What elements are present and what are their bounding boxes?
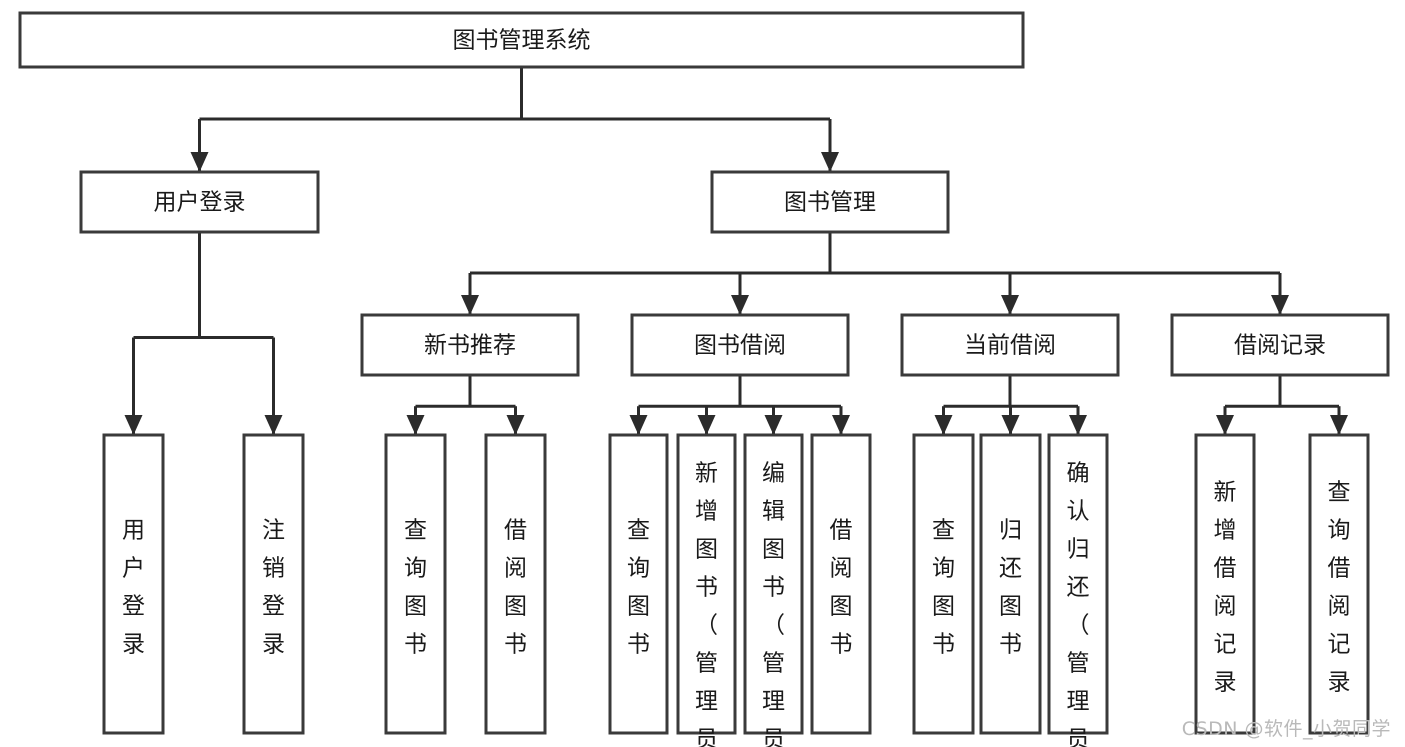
node-leaf-edit-book[interactable]: 编辑图书（管理员） bbox=[743, 433, 804, 747]
node-new-book-rec[interactable]: 新书推荐 bbox=[360, 313, 580, 377]
node-label-leaf-borrow-book-bb: 借阅图书 bbox=[830, 518, 853, 658]
node-box-leaf-query-book-bb bbox=[608, 433, 669, 735]
node-label-book-manage: 图书管理 bbox=[784, 190, 876, 216]
node-box-leaf-return-book bbox=[979, 433, 1042, 735]
node-book-manage[interactable]: 图书管理 bbox=[710, 170, 950, 234]
node-box-leaf-user-login bbox=[102, 433, 165, 735]
arrow-head-current-borrow bbox=[1001, 295, 1019, 315]
arrow-head-leaf-add-book bbox=[697, 415, 716, 435]
arrow-head-leaf-user-login bbox=[124, 415, 143, 435]
node-box-leaf-add-record bbox=[1194, 433, 1256, 735]
node-leaf-query-book-rec[interactable]: 查询图书 bbox=[384, 433, 447, 735]
node-borrow-record[interactable]: 借阅记录 bbox=[1170, 313, 1390, 377]
node-box-leaf-confirm-return bbox=[1047, 433, 1109, 735]
arrow-head-leaf-query-book-rec bbox=[406, 415, 425, 435]
node-box-leaf-edit-book bbox=[743, 433, 804, 735]
node-label-leaf-confirm-return: 确认归还（管理员） bbox=[1067, 461, 1090, 747]
node-box-leaf-borrow-book-bb bbox=[810, 433, 872, 735]
node-box-book-borrow bbox=[630, 313, 850, 377]
node-label-leaf-query-record: 查询借阅记录 bbox=[1328, 480, 1351, 696]
arrow-head-leaf-query-book-cb bbox=[934, 415, 953, 435]
node-box-user-login bbox=[79, 170, 320, 234]
node-box-borrow-record bbox=[1170, 313, 1390, 377]
node-leaf-logout[interactable]: 注销登录 bbox=[242, 433, 305, 735]
node-book-borrow[interactable]: 图书借阅 bbox=[630, 313, 850, 377]
node-label-leaf-borrow-book-rec: 借阅图书 bbox=[504, 518, 527, 658]
arrow-head-leaf-query-book-bb bbox=[629, 415, 648, 435]
connector-group-book-manage bbox=[461, 232, 1289, 315]
node-label-current-borrow: 当前借阅 bbox=[964, 333, 1056, 359]
arrow-head-leaf-borrow-book-rec bbox=[506, 415, 525, 435]
arrow-head-new-book-rec bbox=[461, 295, 479, 315]
node-leaf-borrow-book-rec[interactable]: 借阅图书 bbox=[484, 433, 547, 735]
arrow-head-leaf-borrow-book-bb bbox=[832, 415, 850, 435]
node-label-leaf-query-book-rec: 查询图书 bbox=[404, 518, 427, 658]
arrow-head-user-login bbox=[190, 152, 209, 172]
node-leaf-confirm-return[interactable]: 确认归还（管理员） bbox=[1047, 433, 1109, 747]
node-label-book-borrow: 图书借阅 bbox=[694, 333, 786, 359]
node-label-leaf-add-book: 新增图书（管理员） bbox=[695, 461, 718, 747]
arrow-head-leaf-add-record bbox=[1216, 415, 1234, 435]
node-box-leaf-query-book-cb bbox=[912, 433, 975, 735]
arrow-head-leaf-return-book bbox=[1001, 415, 1020, 435]
arrow-head-leaf-edit-book bbox=[764, 415, 783, 435]
node-leaf-user-login[interactable]: 用户登录 bbox=[102, 433, 165, 735]
arrow-head-leaf-logout bbox=[264, 415, 283, 435]
node-leaf-return-book[interactable]: 归还图书 bbox=[979, 433, 1042, 735]
arrow-head-book-manage bbox=[821, 152, 839, 172]
node-current-borrow[interactable]: 当前借阅 bbox=[900, 313, 1120, 377]
node-label-new-book-rec: 新书推荐 bbox=[424, 333, 516, 359]
node-leaf-query-book-bb[interactable]: 查询图书 bbox=[608, 433, 669, 735]
arrow-head-leaf-query-record bbox=[1330, 415, 1348, 435]
node-box-leaf-logout bbox=[242, 433, 305, 735]
node-leaf-add-book[interactable]: 新增图书（管理员） bbox=[676, 433, 737, 747]
node-label-leaf-return-book: 归还图书 bbox=[999, 518, 1022, 658]
node-label-borrow-record: 借阅记录 bbox=[1234, 333, 1326, 359]
node-box-leaf-borrow-book-rec bbox=[484, 433, 547, 735]
connector-group-new-book-rec bbox=[406, 375, 525, 435]
nodes-layer: 图书管理系统用户登录图书管理新书推荐图书借阅当前借阅借阅记录用户登录注销登录查询… bbox=[18, 11, 1390, 747]
connector-group-book-borrow bbox=[629, 375, 850, 435]
node-leaf-query-record[interactable]: 查询借阅记录 bbox=[1308, 433, 1370, 735]
node-leaf-borrow-book-bb[interactable]: 借阅图书 bbox=[810, 433, 872, 735]
arrow-head-borrow-record bbox=[1271, 295, 1289, 315]
node-box-leaf-add-book bbox=[676, 433, 737, 735]
node-label-leaf-query-book-bb: 查询图书 bbox=[627, 518, 650, 658]
arrow-head-book-borrow bbox=[731, 295, 749, 315]
node-box-root bbox=[18, 11, 1025, 69]
node-label-user-login: 用户登录 bbox=[154, 190, 246, 216]
connectors-layer bbox=[124, 67, 1348, 435]
node-label-leaf-edit-book: 编辑图书（管理员） bbox=[762, 461, 785, 747]
node-box-leaf-query-book-rec bbox=[384, 433, 447, 735]
node-leaf-query-book-cb[interactable]: 查询图书 bbox=[912, 433, 975, 735]
arrow-head-leaf-confirm-return bbox=[1069, 415, 1087, 435]
connector-group-borrow-record bbox=[1216, 375, 1348, 435]
node-leaf-add-record[interactable]: 新增借阅记录 bbox=[1194, 433, 1256, 735]
node-label-leaf-logout: 注销登录 bbox=[262, 518, 285, 658]
node-label-root: 图书管理系统 bbox=[453, 28, 591, 54]
node-root[interactable]: 图书管理系统 bbox=[18, 11, 1025, 69]
node-box-new-book-rec bbox=[360, 313, 580, 377]
connector-group-root bbox=[190, 67, 839, 172]
node-user-login[interactable]: 用户登录 bbox=[79, 170, 320, 234]
connector-group-user-login bbox=[124, 232, 283, 435]
node-box-book-manage bbox=[710, 170, 950, 234]
node-box-current-borrow bbox=[900, 313, 1120, 377]
connector-group-current-borrow bbox=[934, 375, 1087, 435]
node-label-leaf-add-record: 新增借阅记录 bbox=[1214, 480, 1237, 696]
node-label-leaf-query-book-cb: 查询图书 bbox=[932, 518, 955, 658]
node-box-leaf-query-record bbox=[1308, 433, 1370, 735]
node-label-leaf-user-login: 用户登录 bbox=[122, 518, 145, 658]
